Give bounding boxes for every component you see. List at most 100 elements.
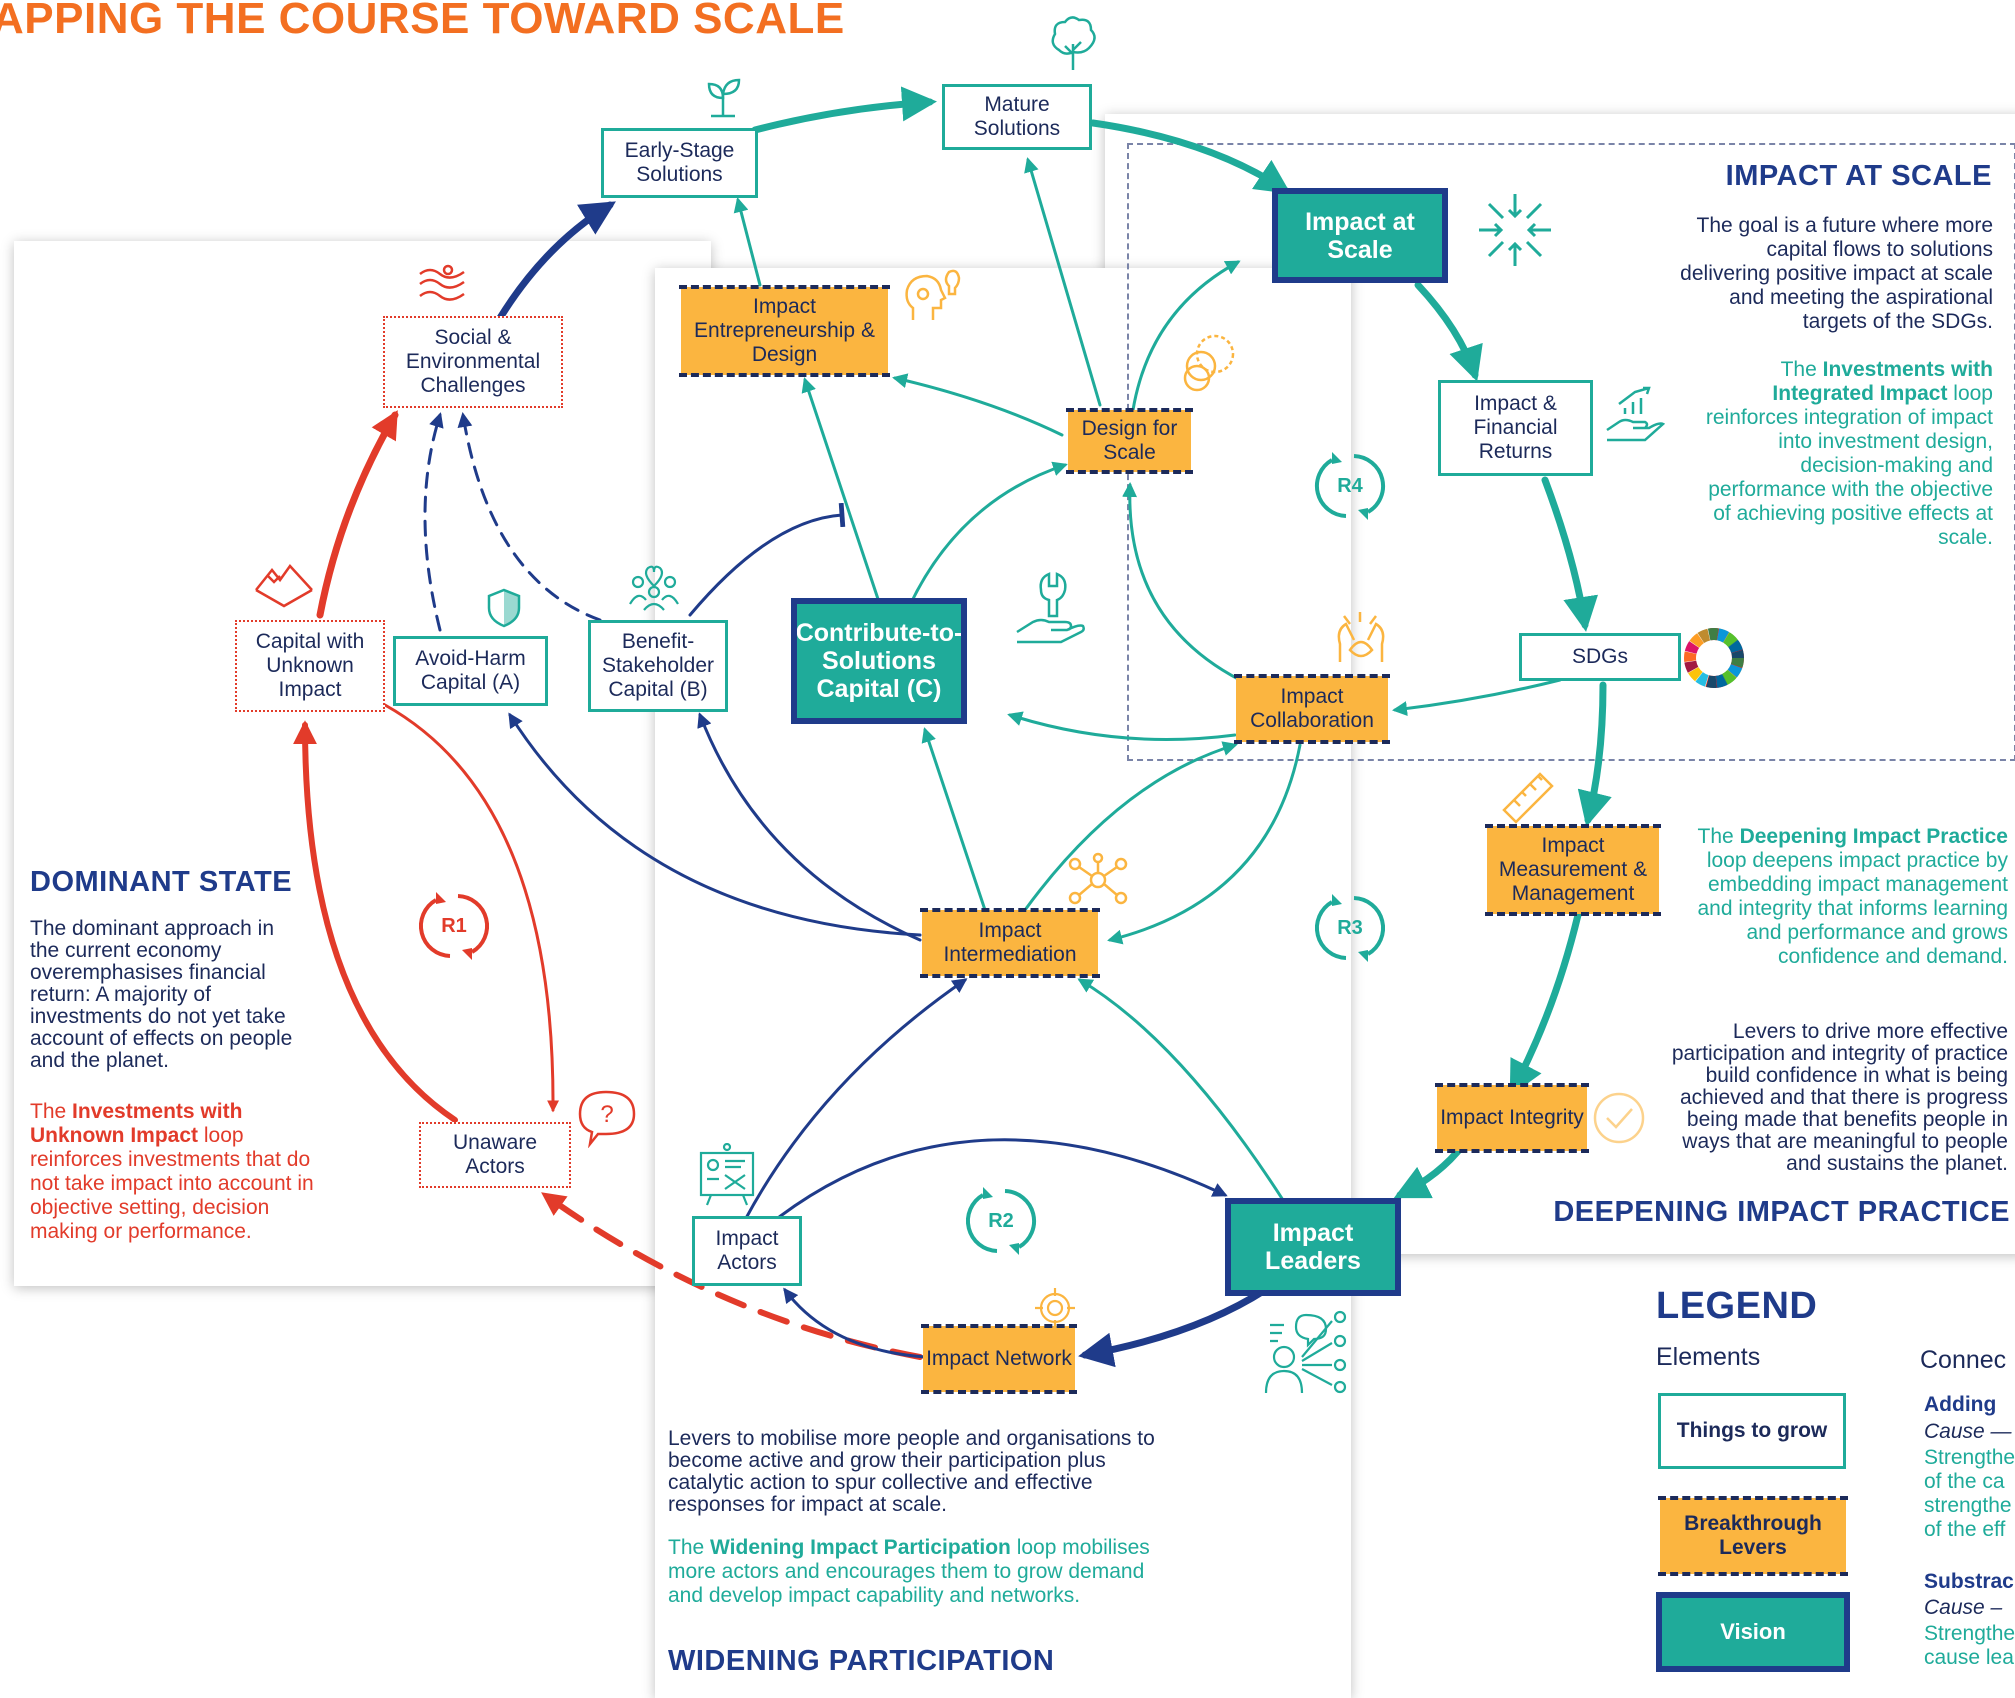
page-title: APPING THE COURSE TOWARD SCALE (0, 0, 845, 43)
arrow-social-early (496, 201, 616, 322)
loop-name-unknown: Investments with Unknown Impact (30, 1100, 243, 1147)
dominant-state-heading: DOMINANT STATE (30, 866, 293, 898)
node-impact-intermediation[interactable]: Impact Intermediation (920, 908, 1100, 978)
arrow-intermediation-collab (1023, 741, 1238, 912)
hands-water-icon (419, 264, 465, 301)
node-impact-measurement-management[interactable]: Impact Measurement & Management (1485, 824, 1661, 916)
loop-r2-icon (965, 1187, 1037, 1255)
arrow-mature-scale (1089, 119, 1291, 194)
arrow-actors-intermediation (743, 978, 968, 1222)
node-impact-financial-returns[interactable]: Impact & Financial Returns (1438, 380, 1593, 476)
dominant-state-panel (14, 241, 711, 1286)
node-impact-leaders[interactable]: Impact Leaders (1225, 1198, 1401, 1296)
sprout-icon (707, 78, 741, 118)
legend-connections-label: Connec (1920, 1346, 2007, 1374)
arrow-intermediation-benefit (697, 712, 922, 942)
svg-text:?: ? (600, 1101, 613, 1128)
legend-subtract-cause: Cause – (1924, 1596, 2003, 1619)
node-mature-solutions[interactable]: Mature Solutions (942, 84, 1092, 150)
arrow-design-entrepreneurship (892, 373, 1064, 437)
loop-pre-deepening: The (1697, 825, 1740, 848)
loop-post: loop reinforces integration of impact in… (1705, 382, 1993, 549)
node-avoid-harm-capital[interactable]: Avoid-Harm Capital (A) (393, 636, 548, 706)
arrow-capital-social (316, 410, 399, 619)
loop-post-widening: loop mobilises more actors and encourage… (668, 1536, 1150, 1607)
loop-r1: R1 (416, 888, 492, 964)
deepening-body: Levers to drive more effective participa… (1671, 1020, 2008, 1175)
node-contribute-to-solutions-capital[interactable]: Contribute-to-Solutions Capital (C) (791, 598, 967, 724)
node-early-stage-solutions[interactable]: Early-Stage Solutions (601, 128, 758, 198)
arrow-sdgs-imm (1577, 681, 1612, 827)
node-capital-unknown-impact[interactable]: Capital with Unknown Impact (235, 620, 385, 712)
arrow-benefit-social (457, 412, 602, 622)
arrow-intermediation-avoid (508, 712, 922, 937)
arrow-actors-leaders (763, 1138, 1228, 1230)
arrow-scale-financial (1414, 281, 1483, 382)
wrench-hand-icon (1016, 572, 1085, 644)
arrow-leaders-network (1078, 1286, 1269, 1368)
people-heart-icon (629, 565, 679, 611)
loop-r1-icon (418, 892, 490, 960)
node-impact-actors[interactable]: Impact Actors (692, 1216, 802, 1286)
node-benefit-stakeholder-capital[interactable]: Benefit-Stakeholder Capital (B) (588, 620, 728, 712)
loop-r4: R4 (1312, 448, 1388, 524)
node-impact-network[interactable]: Impact Network (921, 1324, 1077, 1394)
checkmark-icon (1593, 1092, 1645, 1144)
sdg-wheel-icon (1684, 628, 1744, 688)
loop-pre-unknown: The (30, 1100, 73, 1123)
node-sdgs[interactable]: SDGs (1519, 633, 1681, 681)
loop-r2: R2 (963, 1183, 1039, 1259)
loop-r1-label: R1 (441, 914, 467, 937)
loop-r3-icon (1314, 894, 1386, 962)
loop-post-unknown: loop reinforces investments that do not … (30, 1124, 314, 1243)
node-impact-integrity[interactable]: Impact Integrity (1435, 1083, 1589, 1153)
tree-icon (1051, 16, 1096, 70)
arrow-unaware-capital (293, 720, 458, 1123)
node-unaware-actors[interactable]: Unaware Actors (419, 1122, 571, 1188)
arrow-integrity-leaders (1393, 1141, 1467, 1199)
arrow-design-scale (1131, 260, 1241, 412)
arrow-leaders-intermediation (1077, 978, 1285, 1202)
deepening-heading: DEEPENING IMPACT PRACTICE (1553, 1196, 2010, 1228)
node-impact-collaboration[interactable]: Impact Collaboration (1234, 674, 1390, 744)
loop-pre-widening: The (668, 1536, 711, 1559)
head-lightbulb-icon (905, 269, 961, 320)
impact-at-scale-body: The goal is a future where more capital … (1680, 214, 1993, 333)
arrow-intermediation-contribute (921, 727, 987, 912)
arrow-financial-sdgs (1541, 476, 1599, 632)
loop-post-deepening: loop deepens impact practice by embeddin… (1697, 849, 2009, 968)
crowd-icon (1264, 1310, 1347, 1394)
legend-adding-text: Strengthe of the ca strengthe of the eff (1924, 1446, 2015, 1541)
arrow-collab-contribute (1007, 711, 1237, 741)
arrow-sdgs-collab (1392, 678, 1562, 717)
loop-pre: The (1780, 358, 1823, 381)
loop-r4-icon (1314, 452, 1386, 520)
arrow-avoid-social (423, 412, 444, 632)
impact-at-scale-loop-text: The Investments with Integrated Impact l… (1690, 358, 1993, 550)
widening-heading: WIDENING PARTICIPATION (668, 1645, 1055, 1677)
widening-loop-text: The Widening Impact Participation loop m… (668, 1536, 1168, 1608)
deepening-loop-text: The Deepening Impact Practice loop deepe… (1690, 825, 2009, 969)
arrow-design-mature (1024, 157, 1102, 407)
legend-adding-title: Adding (1924, 1393, 1997, 1416)
widening-body: Levers to mobilise more people and organ… (668, 1427, 1155, 1516)
loop-name-deepening: Deepening Impact Practice (1739, 825, 2008, 848)
ruler-icon (1502, 772, 1554, 824)
coins-icon (1183, 334, 1235, 392)
loop-r4-label: R4 (1337, 474, 1363, 497)
node-design-for-scale[interactable]: Design for Scale (1066, 408, 1193, 474)
loop-r2-label: R2 (988, 1209, 1014, 1232)
arrow-contribute-entrepreneurship (801, 377, 882, 607)
target-icon (1035, 1288, 1075, 1328)
node-impact-entrepreneurship-design[interactable]: Impact Entrepreneurship & Design (679, 285, 890, 377)
network-people-icon (1068, 852, 1128, 905)
legend-heading: LEGEND (1656, 1285, 1818, 1327)
arrow-collab-design (1122, 482, 1242, 682)
arrow-entrepreneurship-early (733, 197, 762, 287)
impact-at-scale-heading: IMPACT AT SCALE (1725, 160, 1992, 192)
widening-panel (655, 268, 1351, 1698)
node-social-environmental-challenges[interactable]: Social & Environmental Challenges (383, 316, 563, 408)
legend-subtract-text: Strengthe cause lea (1924, 1622, 2015, 1669)
node-impact-at-scale[interactable]: Impact at Scale (1272, 188, 1448, 283)
